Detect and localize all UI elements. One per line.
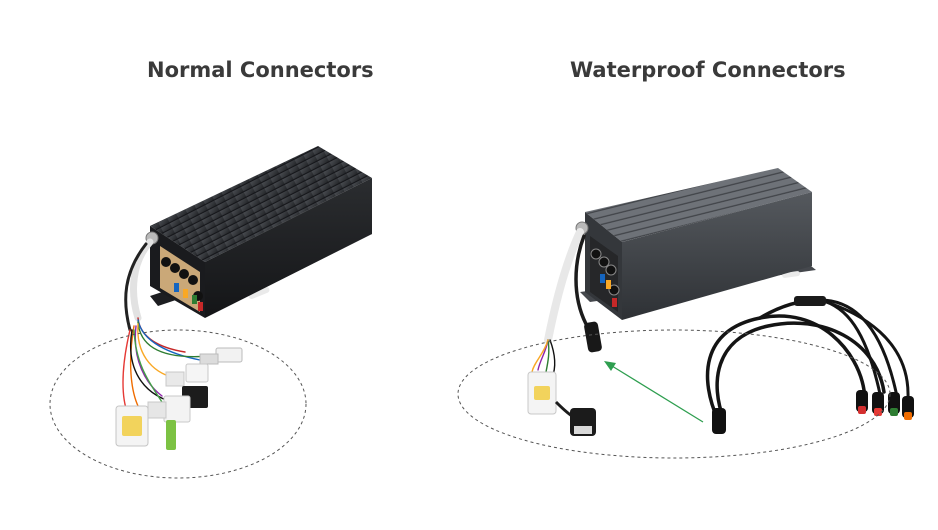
waterproof-controller bbox=[575, 168, 816, 320]
normal-controller bbox=[145, 146, 372, 318]
waterproof-motor-plug bbox=[584, 321, 602, 353]
waterproof-power-terminals bbox=[590, 248, 620, 307]
normal-connectors-dashed-ellipse bbox=[49, 329, 307, 479]
waterproof-connector-plugs bbox=[527, 371, 596, 436]
normal-connectors-title: Normal Connectors bbox=[147, 58, 374, 82]
waterproof-wire-harness bbox=[531, 228, 588, 379]
waterproof-connectors-dashed-ellipse bbox=[457, 329, 891, 459]
normal-connector-plugs bbox=[115, 347, 243, 450]
waterproof-connectors-title: Waterproof Connectors bbox=[570, 58, 846, 82]
waterproof-end-plugs bbox=[712, 390, 914, 434]
waterproof-extension-cable bbox=[705, 296, 910, 422]
power-terminals bbox=[161, 257, 203, 311]
green-arrow-icon bbox=[604, 361, 704, 423]
